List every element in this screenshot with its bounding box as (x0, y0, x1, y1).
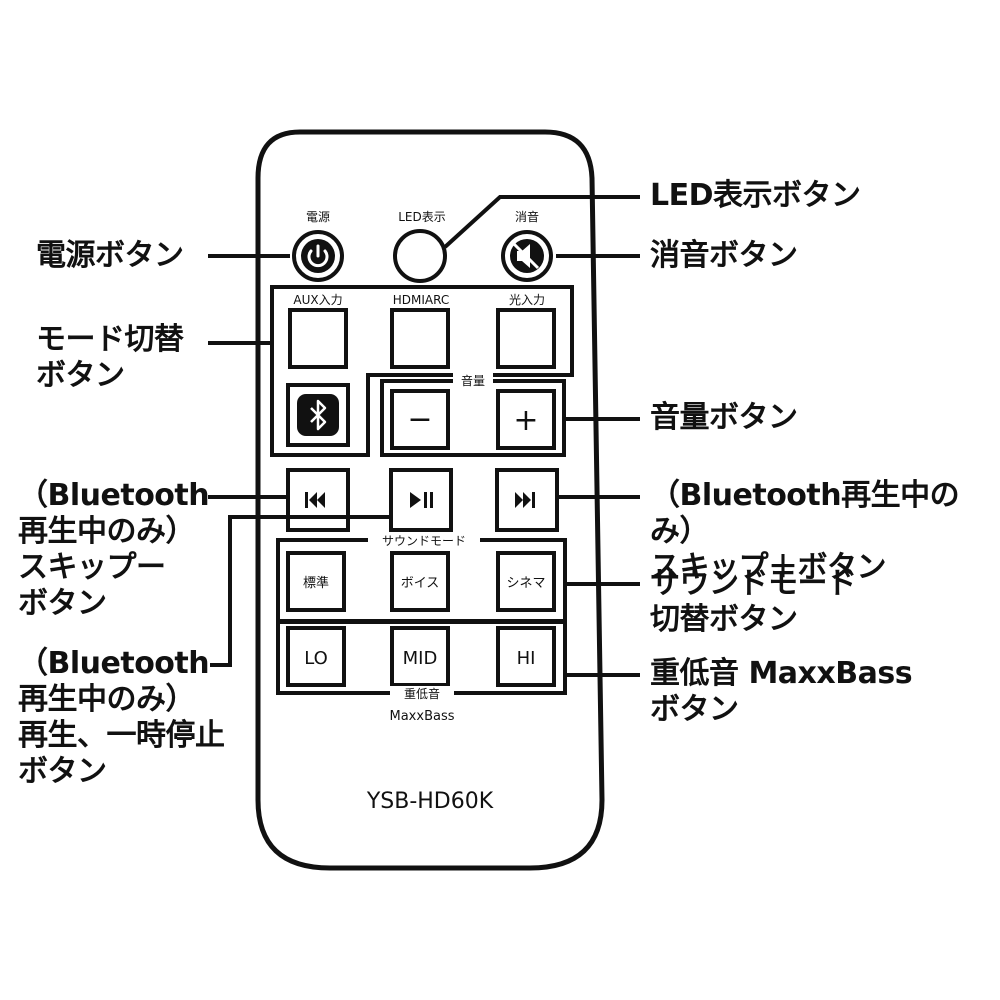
mute-label: 消音 (515, 209, 539, 224)
skip-back-button[interactable] (286, 468, 350, 532)
power-button[interactable] (292, 230, 344, 282)
led-label: LED表示 (398, 210, 446, 224)
standard-mode-button[interactable] (286, 551, 346, 612)
power-label: 電源 (306, 210, 330, 224)
hdmi-label: HDMIARC (393, 293, 449, 307)
callout-mode: モード切替 ボタン (36, 322, 184, 393)
bass-label: 重低音 (404, 686, 440, 701)
skip-back-icon (305, 492, 325, 508)
mute-icon (512, 242, 540, 270)
leader-lines (208, 195, 640, 677)
bass-hi-label: HI (517, 648, 536, 669)
bass-hi-button[interactable] (496, 626, 556, 687)
volume-down-button[interactable] (390, 389, 450, 450)
callout-mute: 消音ボタン (650, 238, 798, 273)
led-button[interactable] (393, 229, 447, 283)
bluetooth-button[interactable] (286, 383, 350, 447)
mute-button[interactable] (501, 230, 553, 282)
optical-button[interactable] (496, 308, 556, 369)
play-pause-button[interactable] (389, 468, 453, 532)
bass-mid-label: MID (403, 648, 438, 669)
power-icon (307, 244, 329, 268)
callout-sound-mode: サウンドモード 切替ボタン (650, 566, 857, 637)
callout-skip-minus: （Bluetooth 再生中のみ） スキップー ボタン (18, 478, 210, 621)
volume-up-button[interactable] (496, 389, 556, 450)
volume-label: 音量 (461, 373, 485, 388)
bluetooth-icon (310, 399, 327, 431)
bass-mid-button[interactable] (390, 626, 450, 687)
optical-label: 光入力 (509, 293, 545, 307)
play-pause-icon (410, 492, 433, 508)
callout-skip-plus: （Bluetooth再生中のみ） スキップ＋ボタン (650, 478, 960, 585)
volume-up-symbol: + (513, 403, 538, 438)
hdmi-arc-button[interactable] (390, 308, 450, 369)
play-pause-leader (210, 515, 390, 667)
callout-volume: 音量ボタン (650, 400, 798, 435)
voice-mode-label: ボイス (401, 576, 440, 591)
model-name: YSB-HD60K (366, 789, 494, 814)
voice-mode-button[interactable] (390, 551, 450, 612)
maxxbass-label: MaxxBass (390, 709, 455, 724)
mode-group-frame (270, 285, 574, 457)
skip-forward-icon (515, 492, 535, 508)
callout-play-pause: （Bluetooth 再生中のみ） 再生、一時停止 ボタン (18, 646, 225, 789)
standard-mode-label: 標準 (303, 575, 329, 591)
cinema-mode-label: シネマ (506, 576, 545, 591)
bass-lo-button[interactable] (286, 626, 346, 687)
volume-down-symbol: − (407, 402, 432, 437)
bass-lo-label: LO (304, 648, 328, 669)
cinema-mode-button[interactable] (496, 551, 556, 612)
callout-power: 電源ボタン (36, 238, 184, 273)
led-leader (443, 195, 640, 249)
aux-button[interactable] (288, 308, 348, 369)
aux-label: AUX入力 (293, 293, 342, 307)
callout-bass: 重低音 MaxxBass ボタン (650, 656, 913, 727)
callout-led: LED表示ボタン (650, 178, 861, 213)
sound-mode-label: サウンドモード (382, 534, 466, 548)
